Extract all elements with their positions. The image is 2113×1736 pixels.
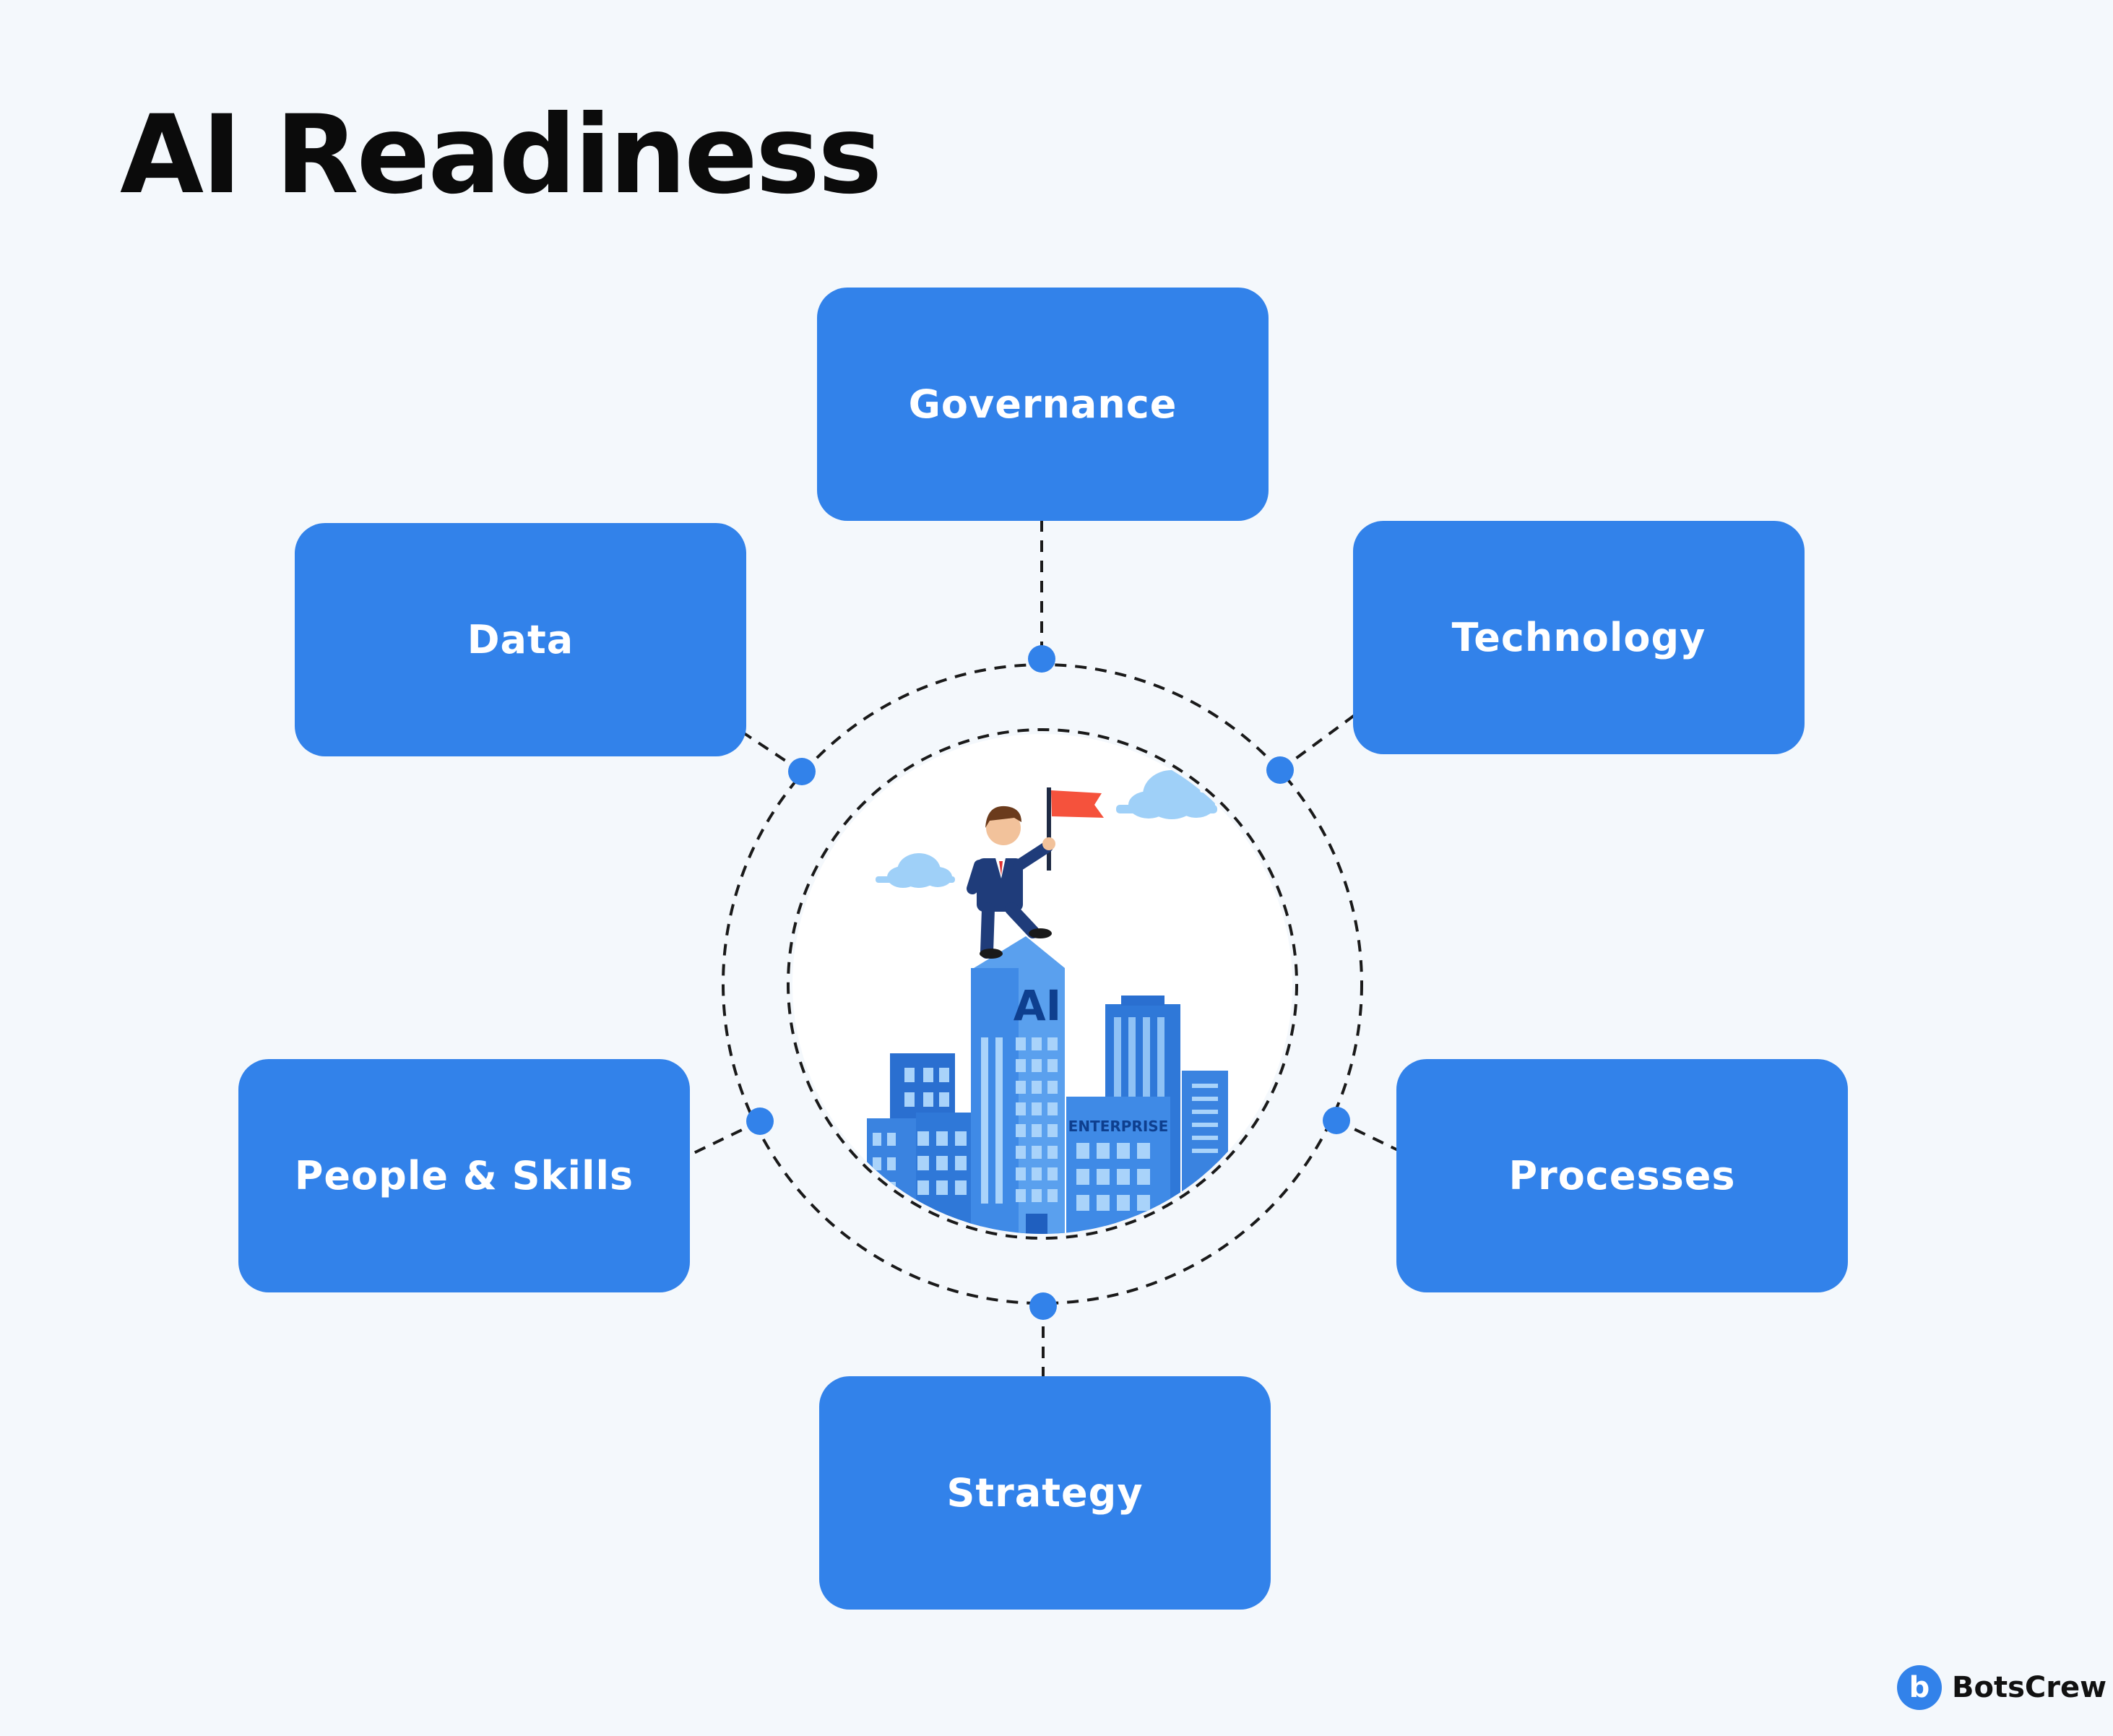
node-strategy: Strategy — [819, 1376, 1271, 1610]
botscrew-logo-icon: b — [1897, 1665, 1942, 1710]
junction-dot-data — [788, 758, 816, 785]
junction-dot-processes — [1323, 1107, 1350, 1134]
brand-name: BotsCrew — [1952, 1671, 2107, 1704]
page-title: AI Readiness — [120, 92, 882, 218]
node-label: Strategy — [946, 1470, 1144, 1516]
flag-icon — [1051, 790, 1104, 818]
node-processes: Processes — [1396, 1059, 1848, 1292]
enterprise-label: ENTERPRISE — [1068, 1118, 1169, 1135]
cloud-icon — [876, 853, 955, 888]
node-label: Governance — [908, 381, 1178, 427]
brand-logo: b BotsCrew — [1897, 1665, 2106, 1710]
node-governance: Governance — [817, 288, 1269, 521]
junction-dot-people-skills — [746, 1107, 774, 1135]
junction-dot-technology — [1266, 756, 1294, 784]
junction-dot-governance — [1028, 645, 1055, 673]
node-technology: Technology — [1353, 521, 1805, 754]
node-data: Data — [295, 523, 746, 756]
node-label: Data — [467, 617, 574, 662]
tower-roof — [974, 936, 1065, 968]
junction-dot-strategy — [1029, 1292, 1057, 1320]
connector-people-skills — [687, 1120, 761, 1157]
node-label: Technology — [1451, 615, 1706, 660]
businessman-figure — [967, 787, 1104, 959]
connector-technology — [1279, 714, 1356, 772]
ai-tower-label: AI — [1014, 981, 1061, 1030]
inner-dashed-ring — [787, 728, 1298, 1240]
cloud-icon — [1116, 770, 1217, 819]
node-label: Processes — [1508, 1153, 1736, 1199]
node-label: People & Skills — [294, 1153, 634, 1199]
node-people-skills: People & Skills — [238, 1059, 690, 1292]
